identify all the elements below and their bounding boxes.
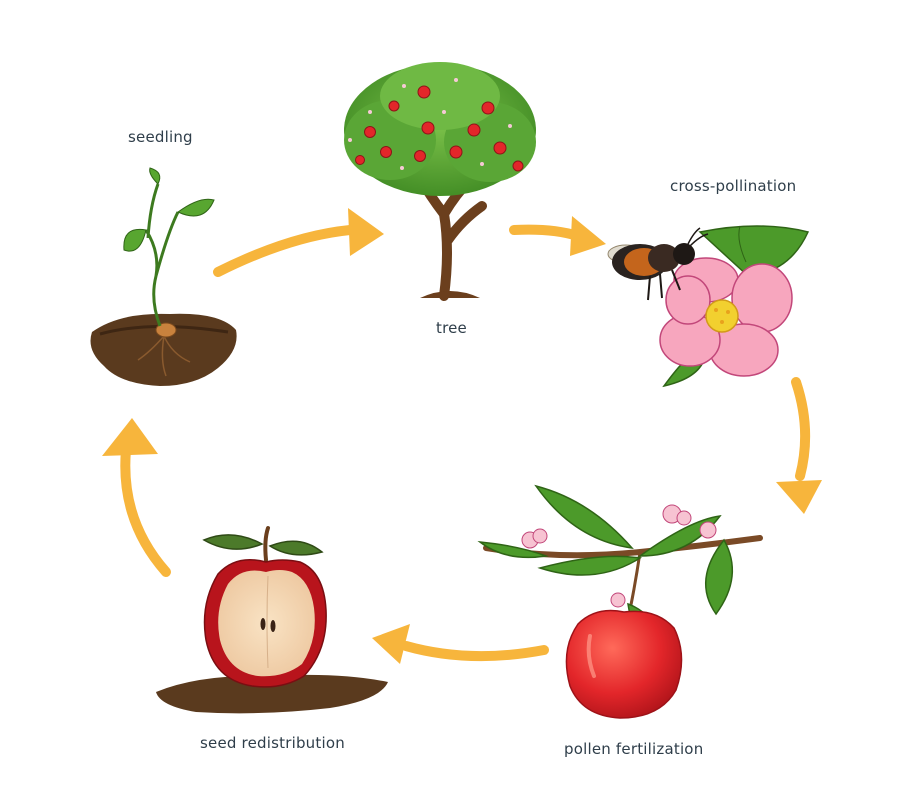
arrow-tree-to-pollination xyxy=(509,216,606,256)
tree-illustration xyxy=(344,62,536,301)
arrow-pollination-to-fertilization xyxy=(776,377,822,514)
branch-apple-illustration xyxy=(477,484,763,719)
arrow-redistribution-to-seedling xyxy=(102,418,171,577)
label-pollen-fertilization: pollen fertilization xyxy=(564,740,704,758)
label-seed-redistribution: seed redistribution xyxy=(200,734,345,752)
seedling-illustration xyxy=(90,167,237,386)
label-tree: tree xyxy=(436,319,467,337)
arrow-seedling-to-tree xyxy=(213,208,384,277)
bee xyxy=(607,227,709,301)
label-cross-pollination: cross-pollination xyxy=(670,177,797,195)
cut-apple-illustration xyxy=(156,526,388,714)
flower-bee-illustration xyxy=(607,225,810,388)
arrow-fertilization-to-redistribution xyxy=(372,624,549,664)
label-seedling: seedling xyxy=(128,128,193,146)
cycle-arrows xyxy=(102,208,822,664)
